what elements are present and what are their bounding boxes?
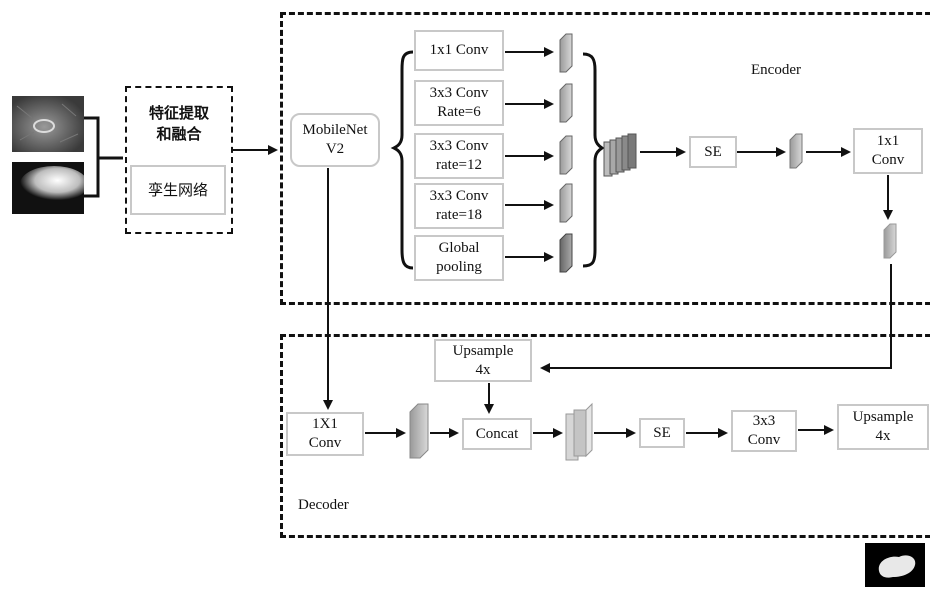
right-brace	[583, 54, 602, 266]
input-bracket	[84, 118, 98, 196]
encoder-output-featuremap	[884, 224, 896, 258]
encoder-concat-stack	[604, 134, 636, 176]
decoder-concat-stack	[566, 404, 592, 460]
left-brace	[394, 52, 413, 268]
encoder-to-upsample-arrow	[542, 264, 891, 368]
encoder-se-featuremap	[790, 134, 802, 168]
decoder-1x1-featuremap	[410, 404, 428, 458]
branch-outputs	[505, 34, 572, 272]
